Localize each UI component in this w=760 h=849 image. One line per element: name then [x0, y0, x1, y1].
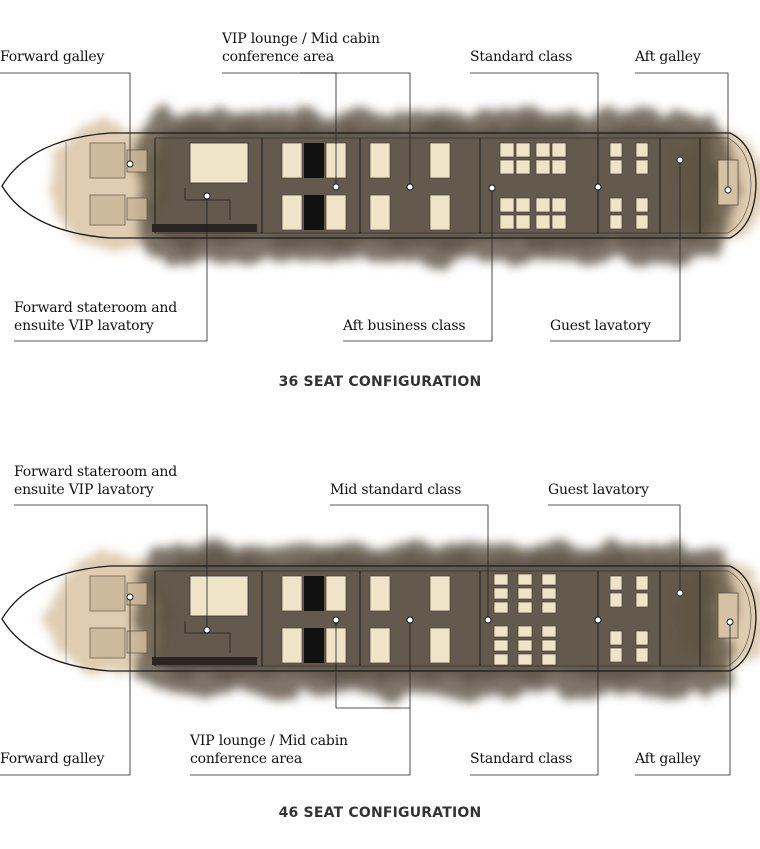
plan-36-vip-seats: [281, 142, 451, 231]
plan-36-watercolor: [50, 112, 760, 262]
plan-46-fuselage: [1, 565, 757, 672]
label-46-mid-standard: Mid standard class: [330, 482, 462, 498]
plan-36-fuselage: [1, 132, 757, 239]
label-36-vip-lounge-line2: conference area: [222, 49, 334, 65]
label-46-aft-galley: Aft galley: [635, 751, 701, 767]
label-36-aft-galley: Aft galley: [635, 49, 701, 65]
label-46-standard-class: Standard class: [470, 751, 573, 767]
label-36-guest-lavatory: Guest lavatory: [550, 318, 651, 334]
label-46-vip-lounge-line1: VIP lounge / Mid cabin: [190, 733, 348, 749]
plan-36-leaders: [0, 72, 729, 342]
plan-46-standard-seats: [609, 575, 649, 663]
label-36-stateroom-line1: Forward stateroom and: [14, 300, 177, 316]
plan-36-standard-seats: [609, 142, 649, 230]
title-46-seat-configuration: 46 SEAT CONFIGURATION: [278, 805, 482, 821]
label-46-stateroom-line2: ensuite VIP lavatory: [14, 482, 154, 498]
label-46-guest-lavatory: Guest lavatory: [548, 482, 649, 498]
label-46-vip-lounge-line2: conference area: [190, 751, 302, 767]
plan-46-leaders: [0, 504, 731, 776]
plan-46-vip-seats: [281, 575, 451, 664]
label-46-stateroom-line1: Forward stateroom and: [14, 464, 177, 480]
plan-46: [0, 504, 760, 776]
label-36-forward-galley: Forward galley: [0, 49, 105, 65]
plan-46-stateroom-bed: [189, 575, 249, 617]
plan-46-watercolor: [50, 545, 760, 695]
plan-36: [0, 72, 760, 342]
label-36-stateroom-line2: ensuite VIP lavatory: [14, 318, 154, 334]
label-36-standard-class: Standard class: [470, 49, 573, 65]
plan-46-mid-standard-seats: [493, 573, 557, 666]
label-36-vip-lounge-line1: VIP lounge / Mid cabin: [222, 31, 380, 47]
label-46-forward-galley: Forward galley: [0, 751, 105, 767]
plan-36-business-seats: [499, 142, 567, 230]
label-36-aft-business: Aft business class: [343, 318, 466, 334]
plan-36-stateroom-bed: [189, 142, 249, 184]
title-36-seat-configuration: 36 SEAT CONFIGURATION: [278, 374, 482, 390]
